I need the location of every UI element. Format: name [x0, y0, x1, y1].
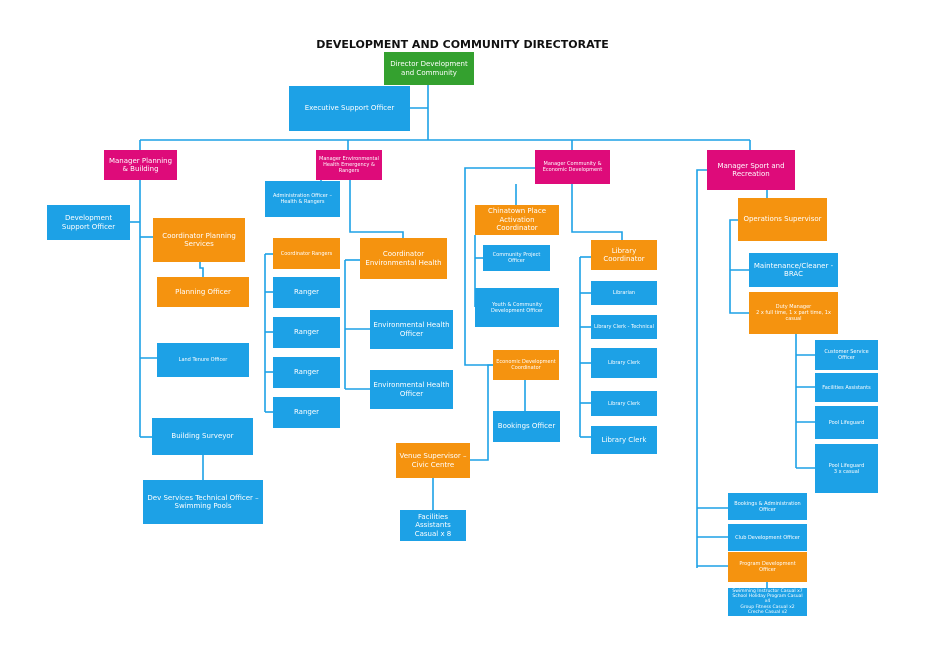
land-tenure-officer-box: Land Tenure Officer — [157, 343, 249, 377]
librarian-box: Librarian — [591, 281, 657, 305]
director-box: Director Development and Community — [384, 52, 474, 85]
facilities-assistants-box: Facilities Assistants — [815, 373, 878, 402]
economic-development-coordinator-box: Economic Development Coordinator — [493, 350, 559, 380]
environmental-health-officer-box: Environmental Health Officer — [370, 310, 453, 349]
program-development-officer-box: Program Development Officer — [728, 552, 807, 582]
customer-service-officer-box: Customer Service Officer — [815, 340, 878, 370]
manager-sport-recreation-box: Manager Sport and Recreation — [707, 150, 795, 190]
youth-community-development-officer-box: Youth & Community Development Officer — [475, 288, 559, 327]
manager-planning-building-box: Manager Planning & Building — [104, 150, 177, 180]
coordinator-rangers-box: Coordinator Rangers — [273, 238, 340, 269]
venue-supervisor-civic-centre-box: Venue Supervisor – Civic Centre — [396, 443, 470, 478]
chinatown-place-activation-coordinator-box: Chinatown Place Activation Coordinator — [475, 205, 559, 235]
building-surveyor-box: Building Surveyor — [152, 418, 253, 455]
executive-support-officer-box: Executive Support Officer — [289, 86, 410, 131]
casual-staff-box: Swimming Instructor Casual x7 School Hol… — [728, 588, 807, 616]
pool-lifeguard-box: Pool Lifeguard — [815, 406, 878, 439]
maintenance-cleaner-box: Maintenance/Cleaner - BRAC — [749, 253, 838, 287]
environmental-health-officer-box: Environmental Health Officer — [370, 370, 453, 409]
dev-services-technical-officer-box: Dev Services Technical Officer – Swimmin… — [143, 480, 263, 524]
library-clerk-box: Library Clerk — [591, 426, 657, 454]
club-development-officer-box: Club Development Officer — [728, 524, 807, 551]
ranger-box: Ranger — [273, 317, 340, 348]
library-coordinator-box: Library Coordinator — [591, 240, 657, 270]
coordinator-planning-services-box: Coordinator Planning Services — [153, 218, 245, 262]
community-project-officer-box: Community Project Officer — [483, 245, 550, 271]
pool-lifeguard-casual-box: Pool Lifeguard 3 x casual — [815, 444, 878, 493]
library-clerk-box: Library Clerk — [591, 348, 657, 378]
duty-manager-box: Duty Manager 2 x full time, 1 x part tim… — [749, 292, 838, 334]
manager-environmental-health-box: Manager Environmental Health Emergency &… — [316, 150, 382, 180]
bookings-officer-box: Bookings Officer — [493, 411, 560, 442]
chart-title: DEVELOPMENT AND COMMUNITY DIRECTORATE — [316, 38, 609, 51]
ranger-box: Ranger — [273, 357, 340, 388]
coordinator-environmental-health-box: Coordinator Environmental Health — [360, 238, 447, 279]
operations-supervisor-box: Operations Supervisor — [738, 198, 827, 241]
manager-community-economic-box: Manager Community & Economic Development — [535, 150, 610, 184]
development-support-officer-box: Development Support Officer — [47, 205, 130, 240]
bookings-administration-officer-box: Bookings & Administration Officer — [728, 493, 807, 520]
library-clerk-technical-box: Library Clerk - Technical — [591, 315, 657, 339]
library-clerk-box: Library Clerk — [591, 391, 657, 416]
administration-officer-health-rangers-box: Administration Officer – Health & Ranger… — [265, 181, 340, 217]
ranger-box: Ranger — [273, 397, 340, 428]
ranger-box: Ranger — [273, 277, 340, 308]
facilities-assistants-casual-box: Facilities Assistants Casual x 8 — [400, 510, 466, 541]
planning-officer-box: Planning Officer — [157, 277, 249, 307]
